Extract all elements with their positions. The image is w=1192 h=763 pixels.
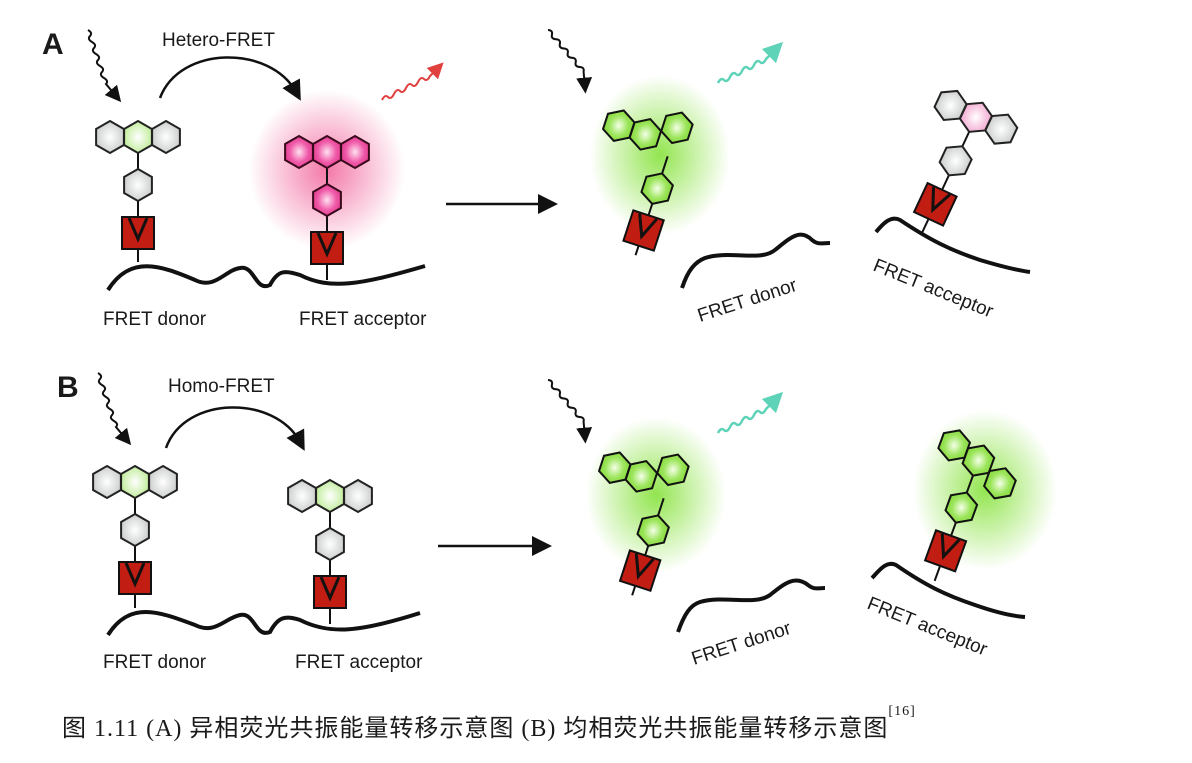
backbone-line <box>680 232 831 289</box>
teal-emission-wave-icon <box>716 41 784 84</box>
red-emission-wave-icon <box>381 62 444 101</box>
fret-acceptor-molecule <box>912 84 1022 235</box>
fret-donor-molecule <box>95 120 181 262</box>
donor-glow <box>590 75 730 235</box>
excitation-wave-icon <box>97 372 132 446</box>
acceptor-label: FRET acceptor <box>870 255 997 322</box>
fret-donor-molecule <box>92 465 178 608</box>
fret-donor-molecule <box>595 447 693 596</box>
donor-label: FRET donor <box>103 652 207 673</box>
donor-label: FRET donor <box>695 275 800 327</box>
teal-emission-wave-icon <box>716 391 784 434</box>
fret-acceptor-molecule <box>287 479 373 624</box>
donor-label: FRET donor <box>689 618 794 670</box>
acceptor-label: FRET acceptor <box>295 652 423 673</box>
backbone-line <box>870 561 1026 619</box>
transfer-label: Homo-FRET <box>168 376 275 397</box>
panel-b: B Homo-FRET FRET donor FRET acceptor <box>57 371 1057 673</box>
panel-letter-a: A <box>42 28 64 61</box>
caption-reference: [16] <box>888 704 916 719</box>
fret-donor-molecule <box>599 105 697 256</box>
backbone-line <box>106 264 426 292</box>
fret-acceptor-molecule <box>284 135 370 280</box>
fret-acceptor-molecule <box>923 424 1020 582</box>
transfer-arrow-icon <box>164 406 305 451</box>
excitation-wave-icon <box>87 29 122 103</box>
panel-letter-b: B <box>57 371 79 404</box>
donor-glow <box>586 417 726 573</box>
transfer-arrow-icon <box>158 56 301 101</box>
fret-diagram: A Hetero-FRET FRET donor <box>42 28 1057 673</box>
backbone-line <box>106 610 421 637</box>
backbone-line <box>874 216 1031 274</box>
excitation-wave-icon <box>547 29 593 94</box>
donor-label: FRET donor <box>103 309 207 330</box>
panel-a: A Hetero-FRET FRET donor <box>42 28 1031 330</box>
excitation-wave-icon <box>547 379 593 444</box>
acceptor-label: FRET acceptor <box>299 309 427 330</box>
figure-caption: 图 1.11 (A) 异相荧光共振能量转移示意图 (B) 均相荧光共振能量转移示… <box>62 704 1162 743</box>
backbone-line <box>676 578 826 633</box>
caption-text: 图 1.11 (A) 异相荧光共振能量转移示意图 (B) 均相荧光共振能量转移示… <box>62 716 889 742</box>
transfer-label: Hetero-FRET <box>162 30 275 51</box>
